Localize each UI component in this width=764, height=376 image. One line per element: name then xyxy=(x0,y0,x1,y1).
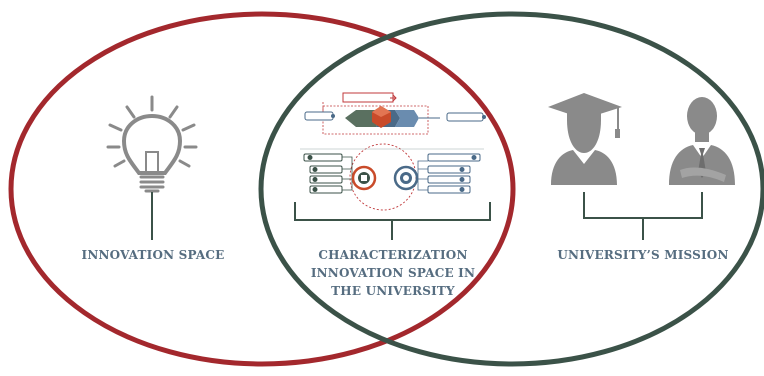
characterization-label: CHARACTERIZATION INNOVATION SPACE IN THE… xyxy=(292,246,494,300)
intersection-bracket xyxy=(294,202,491,240)
characterization-label-line-2: INNOVATION SPACE IN xyxy=(310,266,476,280)
innovation-space-label: INNOVATION SPACE xyxy=(81,248,225,262)
characterization-label-line-3: THE UNIVERSITY xyxy=(331,284,455,298)
left-set-circle xyxy=(8,11,516,367)
businessman-icon xyxy=(669,97,735,185)
graduate-icon xyxy=(548,93,622,185)
lightbulb-icon xyxy=(106,95,198,193)
process-diagram-icon xyxy=(300,92,486,211)
characterization-label-line-1: CHARACTERIZATION xyxy=(318,248,468,262)
mission-bracket xyxy=(583,192,703,240)
university-mission-label: UNIVERSITY’S MISSION xyxy=(557,248,729,262)
right-set-circle xyxy=(258,11,764,367)
